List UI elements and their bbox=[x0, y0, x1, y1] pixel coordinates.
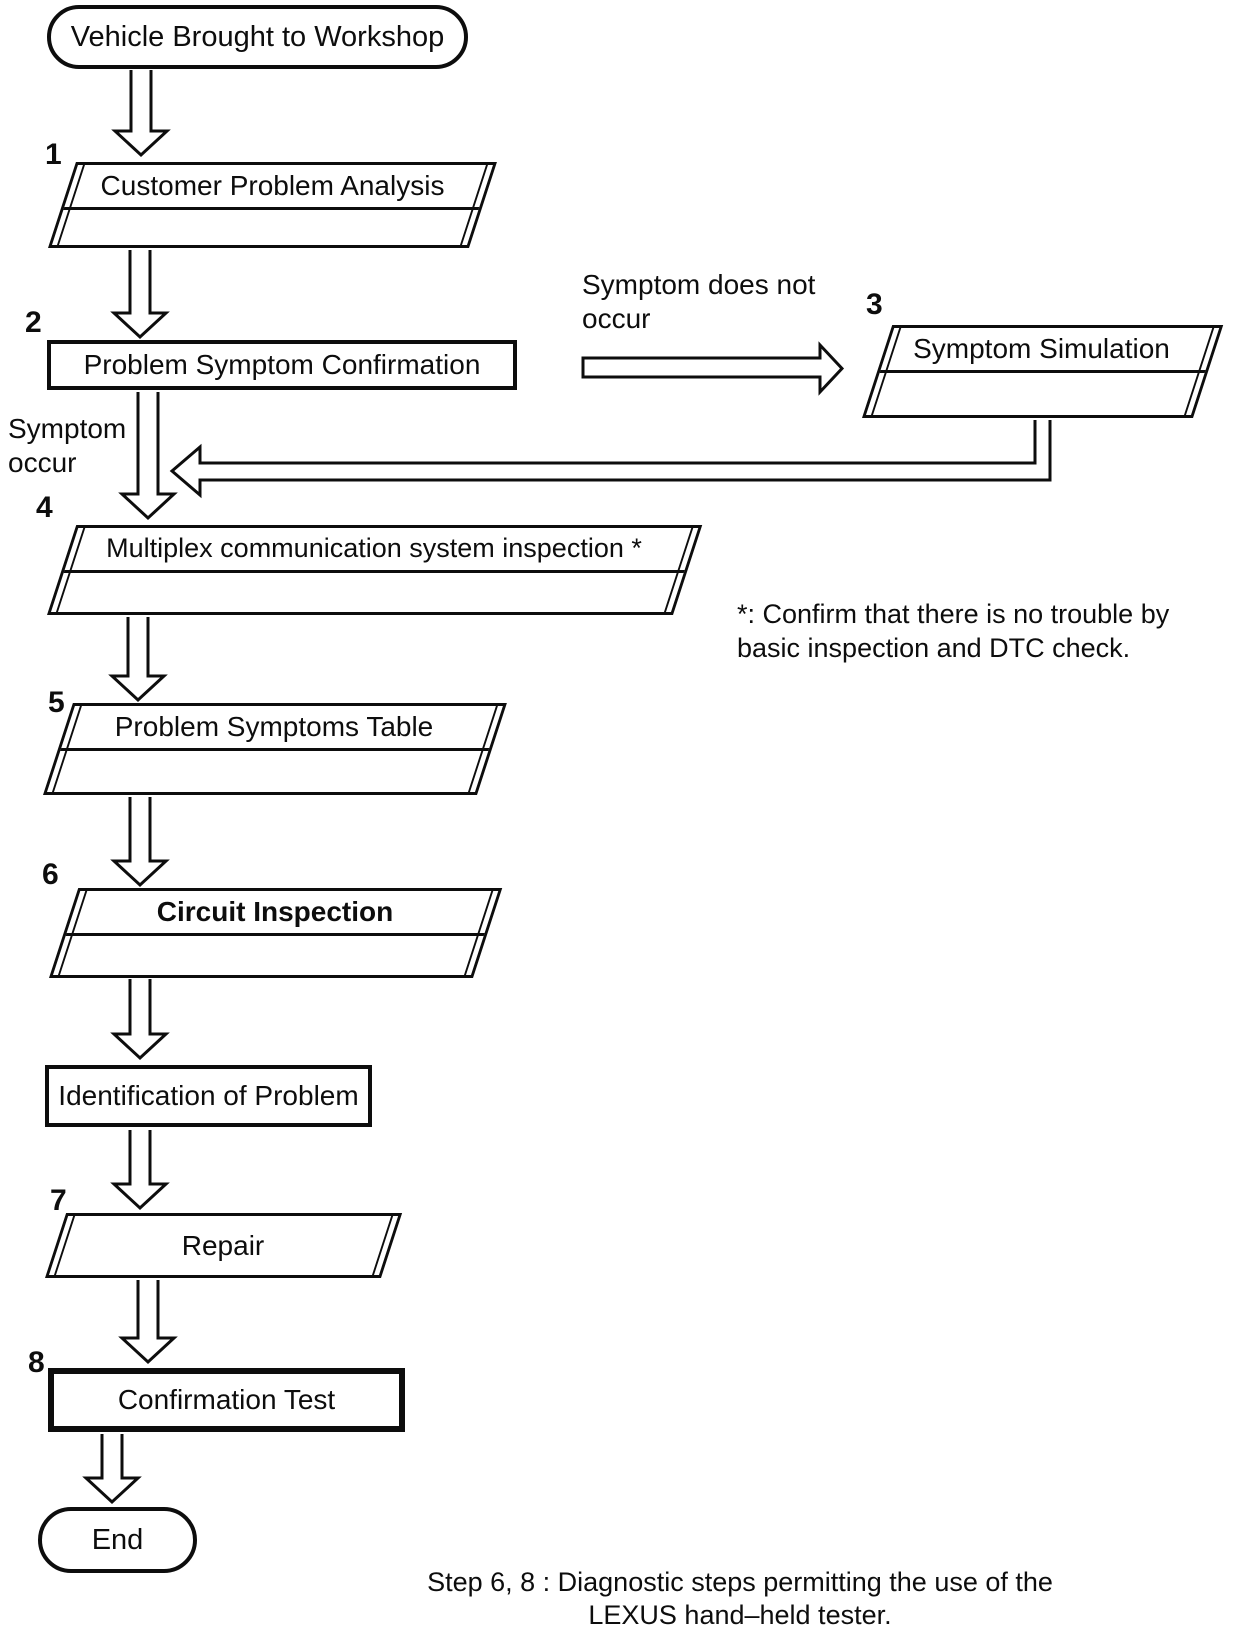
arrow-down-icon bbox=[110, 979, 170, 1061]
terminal-end: End bbox=[38, 1507, 197, 1573]
terminal-start: Vehicle Brought to Workshop bbox=[47, 5, 468, 69]
step-number-7: 7 bbox=[50, 1184, 67, 1217]
step-label: Repair bbox=[181, 1229, 265, 1261]
arrow-down-icon bbox=[82, 1434, 142, 1505]
step-box-multiplex-communication-system-inspection: Multiplex communication system inspectio… bbox=[47, 525, 703, 615]
box-label: Identification of Problem bbox=[58, 1080, 359, 1111]
branch-label-symptom-does-not-occur: Symptom does not occur bbox=[582, 269, 816, 334]
step-box-confirmation-test: Confirmation Test bbox=[48, 1368, 405, 1432]
step-label: Customer Problem Analysis bbox=[100, 169, 445, 201]
box-identification-of-problem: Identification of Problem bbox=[45, 1065, 372, 1127]
step-number-6: 6 bbox=[42, 858, 59, 891]
step-label: Confirmation Test bbox=[117, 1384, 336, 1415]
arrow-down-icon bbox=[110, 250, 170, 340]
arrow-down-icon bbox=[110, 1130, 170, 1211]
arrow-down-icon bbox=[110, 797, 170, 888]
step-number-1: 1 bbox=[45, 138, 62, 171]
arrow-down-icon bbox=[108, 617, 168, 703]
terminal-start-label: Vehicle Brought to Workshop bbox=[70, 20, 445, 53]
step-box-problem-symptoms-table: Problem Symptoms Table bbox=[43, 703, 507, 795]
step-label: Multiplex communication system inspectio… bbox=[106, 533, 642, 563]
step-number-4: 4 bbox=[36, 491, 53, 524]
figure-caption: Step 6, 8 : Diagnostic steps permitting … bbox=[427, 1567, 1053, 1630]
arrow-down-icon bbox=[118, 392, 178, 521]
step-label: Problem Symptoms Table bbox=[114, 710, 434, 742]
step-label: Symptom Simulation bbox=[913, 332, 1170, 364]
footnote-text: *: Confirm that there is no trouble by b… bbox=[737, 599, 1170, 663]
arrow-right-icon bbox=[581, 341, 845, 396]
step-box-repair: Repair bbox=[45, 1213, 403, 1278]
step-number-5: 5 bbox=[48, 686, 65, 719]
step-label: Problem Symptom Confirmation bbox=[83, 349, 481, 380]
step-number-3: 3 bbox=[866, 288, 883, 321]
arrow-return-left-icon bbox=[169, 420, 1052, 499]
step-number-8: 8 bbox=[28, 1346, 45, 1379]
step-box-circuit-inspection: Circuit Inspection bbox=[49, 888, 503, 978]
step-box-symptom-simulation: Symptom Simulation bbox=[862, 325, 1224, 418]
arrow-down-icon bbox=[118, 1280, 178, 1365]
step-box-customer-problem-analysis: Customer Problem Analysis bbox=[48, 162, 497, 248]
branch-label-symptom-occur: Symptom occur bbox=[8, 413, 127, 478]
step-number-2: 2 bbox=[25, 306, 42, 339]
terminal-end-label: End bbox=[91, 1523, 144, 1556]
step-box-problem-symptom-confirmation: Problem Symptom Confirmation bbox=[47, 340, 517, 390]
step-label: Circuit Inspection bbox=[156, 895, 394, 927]
arrow-down-icon bbox=[111, 70, 171, 158]
